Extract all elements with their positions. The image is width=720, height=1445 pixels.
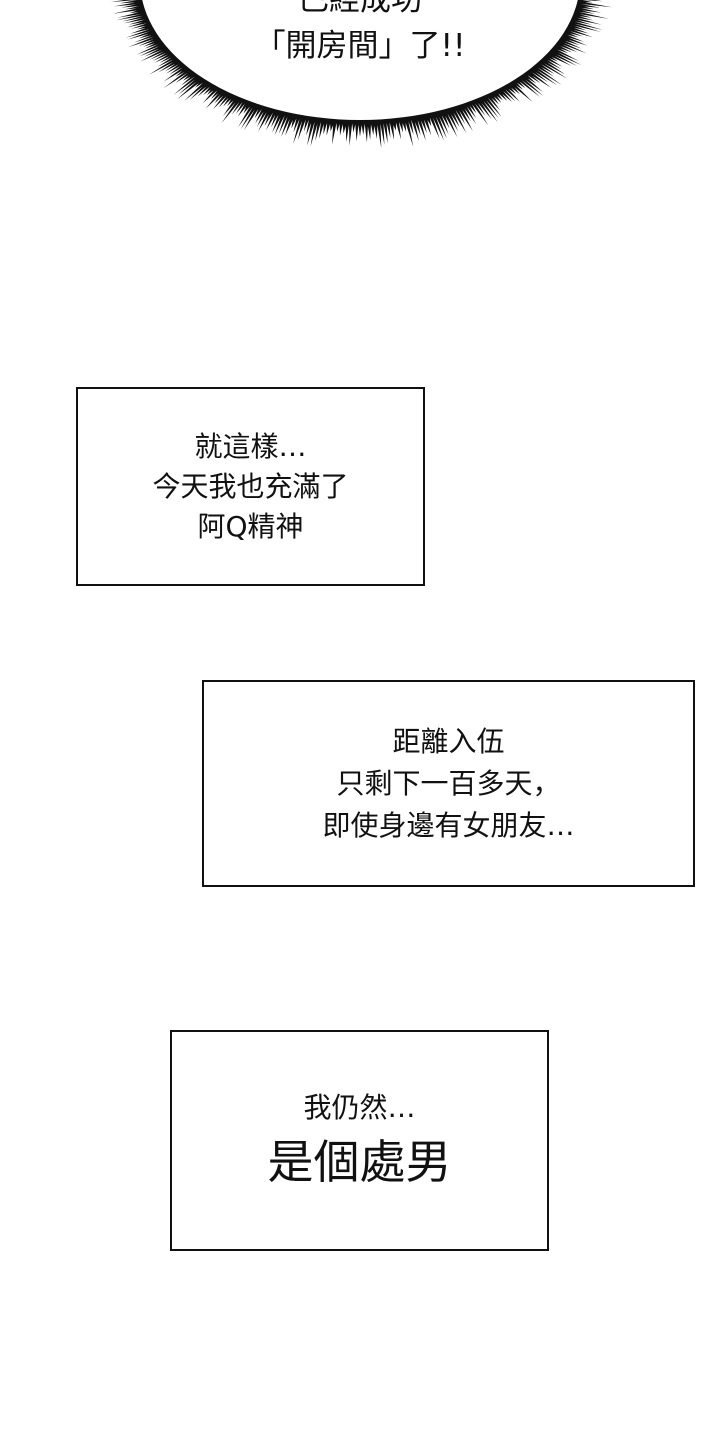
narration-1-line-2: 今天我也充滿了 [152,469,349,503]
shout-bubble: 已經成功 「開房間」了!! [0,0,720,190]
narration-box-2: 距離入伍 只剩下一百多天， 即使身邊有女朋友… [202,680,695,887]
narration-2-line-2: 只剩下一百多天， [336,766,561,800]
narration-1-line-1: 就這樣… [194,429,307,463]
narration-1-line-3: 阿Q精神 [197,509,304,543]
narration-2-line-3: 即使身邊有女朋友… [322,808,575,842]
narration-box-3: 我仍然… 是個處男 [170,1030,549,1251]
shout-text-line-2: 「開房間」了!! [254,28,466,64]
narration-2-line-1: 距離入伍 [392,724,505,758]
spiky-bubble-outline [110,0,613,149]
narration-3-line-big: 是個處男 [267,1134,452,1189]
narration-box-1: 就這樣… 今天我也充滿了 阿Q精神 [76,387,425,586]
narration-3-line-small: 我仍然… [303,1090,416,1124]
shout-text-line-1: 已經成功 [298,0,422,18]
